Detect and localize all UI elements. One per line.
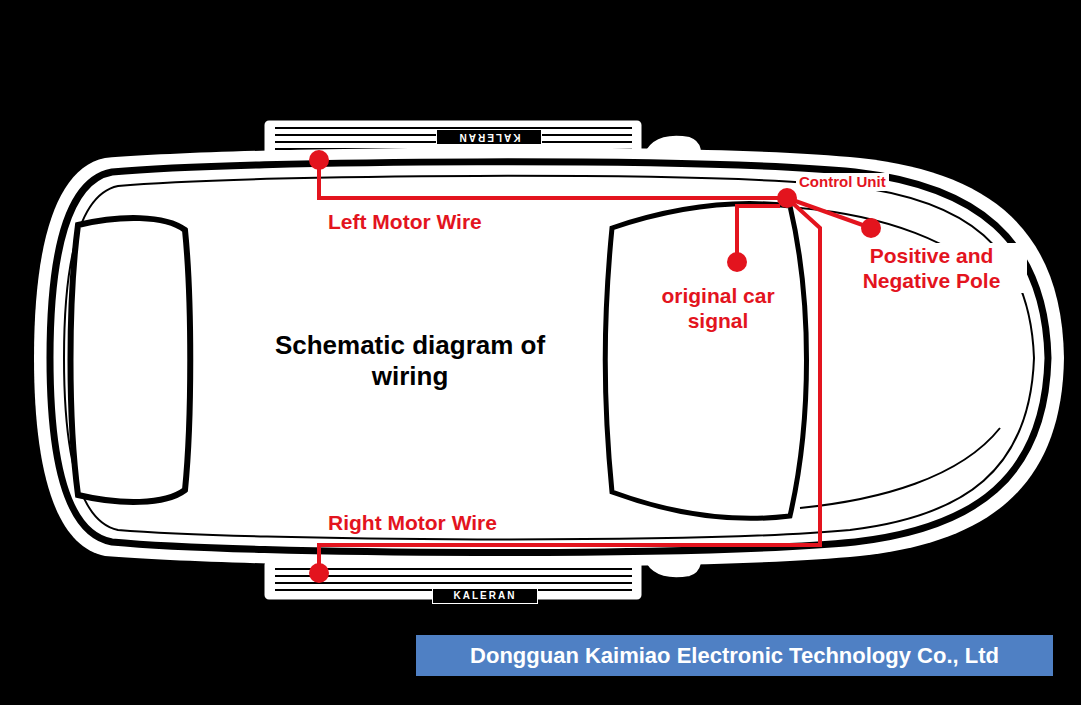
wire-label: Right Motor Wire <box>325 510 500 535</box>
wire-label: original car signal <box>640 283 796 333</box>
rear-window <box>71 218 191 502</box>
part-label: Control Unit <box>796 173 889 191</box>
wire-label: Positive and Negative Pole <box>836 243 1027 293</box>
company-banner: Dongguan Kaimiao Electronic Technology C… <box>416 635 1053 676</box>
wire-label: Left Motor Wire <box>325 209 485 234</box>
brand-logo: KALERAN <box>436 129 542 145</box>
brand-logo: KALERAN <box>432 588 538 604</box>
diagram-title: Schematic diagram of wiring <box>245 330 575 392</box>
windshield <box>605 204 806 519</box>
car-outline <box>64 176 1034 540</box>
banner-text: Dongguan Kaimiao Electronic Technology C… <box>470 643 999 669</box>
car-body <box>34 147 1064 566</box>
car-outline <box>50 162 1048 553</box>
hood-line <box>800 428 1000 508</box>
